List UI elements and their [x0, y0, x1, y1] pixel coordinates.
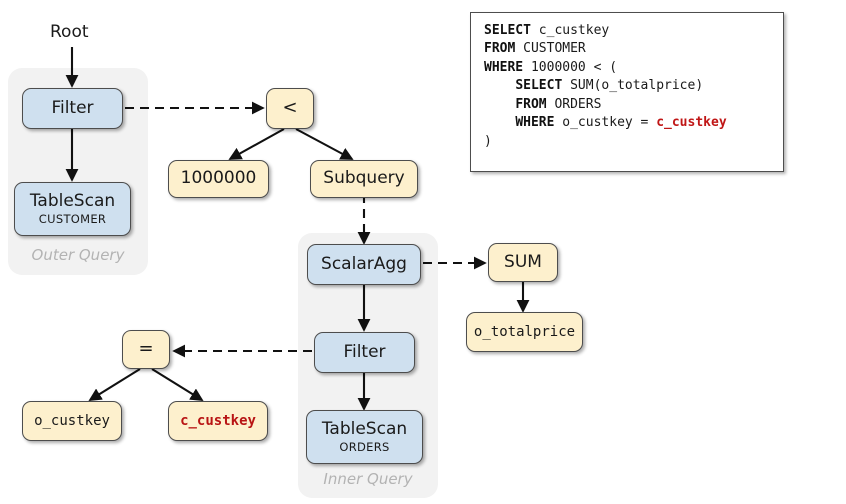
- node-tablescan-orders-table: ORDERS: [339, 439, 390, 454]
- node-o-totalprice[interactable]: o_totalprice: [466, 312, 583, 352]
- node-tablescan-customer-table: CUSTOMER: [38, 211, 107, 226]
- node-scalaragg-label: ScalarAgg: [321, 253, 407, 274]
- node-equals[interactable]: =: [122, 330, 170, 369]
- node-filter-inner[interactable]: Filter: [314, 332, 415, 373]
- node-o-custkey[interactable]: o_custkey: [22, 401, 122, 441]
- inner-query-panel-label: Inner Query: [323, 470, 413, 488]
- node-sum[interactable]: SUM: [488, 243, 558, 282]
- sql-query-box: SELECT c_custkey FROM CUSTOMER WHERE 100…: [470, 12, 784, 172]
- outer-query-panel-label: Outer Query: [31, 246, 125, 264]
- edge-eq-to-c-custkey: [151, 368, 204, 401]
- node-subquery[interactable]: Subquery: [310, 160, 418, 198]
- node-tablescan-customer[interactable]: TableScan CUSTOMER: [14, 182, 131, 236]
- root-label: Root: [50, 22, 89, 42]
- edge-lt-to-literal: [228, 128, 285, 160]
- node-sum-label: SUM: [504, 251, 542, 272]
- edge-lt-to-subquery: [295, 128, 354, 160]
- node-filter-inner-label: Filter: [343, 341, 386, 362]
- node-tablescan-orders-label: TableScan: [321, 419, 408, 440]
- node-literal-1000000-label: 1000000: [180, 168, 257, 189]
- node-less-than[interactable]: <: [266, 88, 314, 129]
- node-c-custkey-label: c_custkey: [180, 412, 256, 429]
- node-equals-label: =: [138, 338, 154, 360]
- node-less-than-label: <: [282, 97, 298, 119]
- node-o-custkey-label: o_custkey: [34, 412, 110, 429]
- node-tablescan-customer-label: TableScan: [29, 191, 116, 212]
- node-subquery-label: Subquery: [323, 168, 405, 189]
- edge-eq-to-o-custkey: [88, 368, 141, 401]
- node-o-totalprice-label: o_totalprice: [473, 323, 576, 340]
- node-tablescan-orders[interactable]: TableScan ORDERS: [306, 410, 423, 464]
- node-scalaragg[interactable]: ScalarAgg: [307, 244, 421, 285]
- node-c-custkey[interactable]: c_custkey: [168, 401, 268, 441]
- sql-query-text: SELECT c_custkey FROM CUSTOMER WHERE 100…: [484, 23, 727, 149]
- node-literal-1000000[interactable]: 1000000: [168, 160, 269, 198]
- node-filter-outer-label: Filter: [51, 97, 94, 118]
- node-filter-outer[interactable]: Filter: [22, 88, 123, 129]
